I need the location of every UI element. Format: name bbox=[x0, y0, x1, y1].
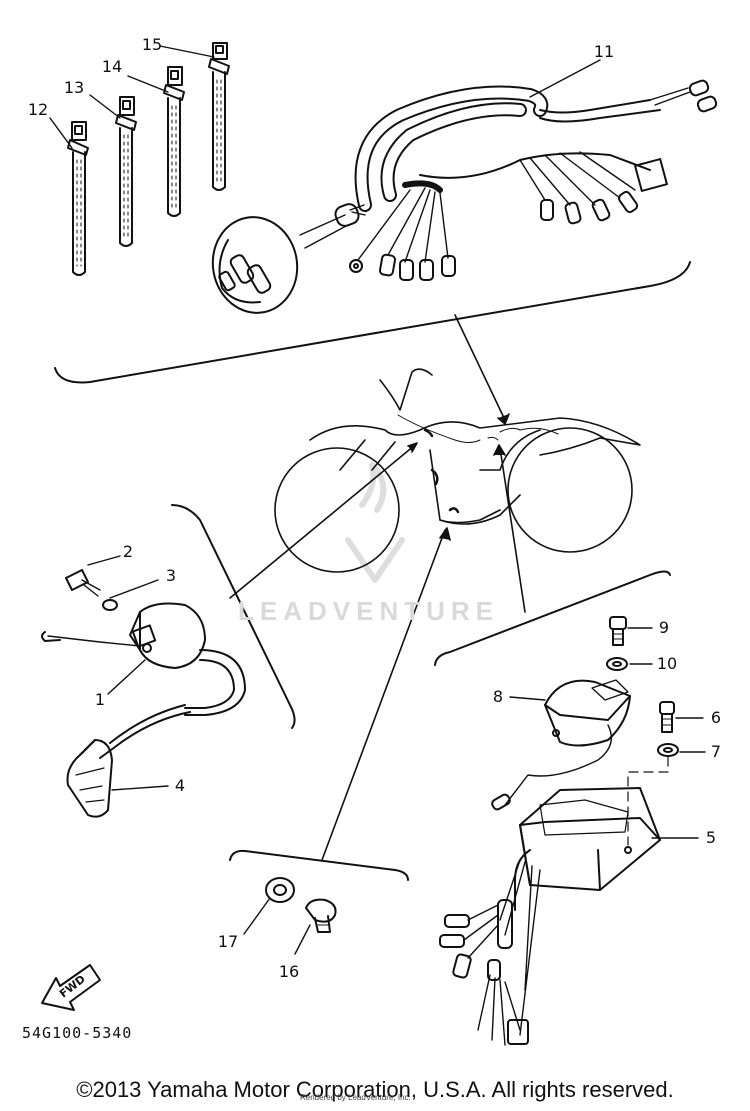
upper-section-bracket bbox=[54, 261, 691, 384]
motorcycle-outline bbox=[274, 368, 641, 573]
bolt-9 bbox=[609, 616, 627, 646]
callout-9: 9 bbox=[658, 618, 670, 637]
callout-3: 3 bbox=[165, 566, 177, 585]
watermark-logo bbox=[345, 462, 405, 583]
cable-tie-14 bbox=[163, 66, 185, 217]
callout-2: 2 bbox=[122, 542, 134, 561]
bolt-2 bbox=[65, 569, 101, 597]
callout-15: 15 bbox=[141, 35, 163, 54]
cable-tie-15 bbox=[208, 42, 230, 191]
mounting-guide-line bbox=[627, 756, 669, 846]
callout-5: 5 bbox=[705, 828, 717, 847]
callout-6: 6 bbox=[710, 708, 722, 727]
callout-13: 13 bbox=[63, 78, 85, 97]
bolt-6 bbox=[659, 701, 675, 733]
callout-12: 12 bbox=[27, 100, 49, 119]
left-section-bracket bbox=[171, 504, 296, 729]
callout-8: 8 bbox=[492, 687, 504, 706]
rectifier-regulator-8 bbox=[491, 679, 631, 811]
callout-11: 11 bbox=[593, 42, 615, 61]
callout-17: 17 bbox=[217, 932, 239, 951]
fwd-arrow-icon bbox=[41, 964, 101, 1011]
copyright-text: ©2013 Yamaha Motor Corporation, U.S.A. A… bbox=[76, 1077, 674, 1102]
cdi-unit-5 bbox=[439, 787, 661, 1046]
washer-10 bbox=[606, 657, 628, 671]
cable-tie-12 bbox=[67, 121, 89, 276]
watermark-text: LEADVENTURE bbox=[238, 596, 500, 626]
bottom-section-bracket bbox=[229, 849, 409, 881]
ignition-coil-1 bbox=[41, 602, 246, 759]
leader-lines bbox=[229, 314, 526, 861]
callout-1: 1 bbox=[94, 690, 106, 709]
washer-17 bbox=[265, 877, 295, 903]
callout-10: 10 bbox=[656, 654, 678, 673]
bolt-16 bbox=[305, 898, 337, 933]
rendered-by-text: Rendered by LeadVenture, Inc. bbox=[300, 1093, 411, 1102]
right-section-bracket bbox=[434, 570, 671, 666]
cable-tie-13 bbox=[115, 96, 137, 247]
washer-7 bbox=[657, 743, 679, 757]
callout-7: 7 bbox=[710, 742, 722, 761]
wire-harness-11 bbox=[211, 79, 718, 314]
spark-plug-cap-4 bbox=[66, 739, 113, 818]
callout-14: 14 bbox=[101, 57, 123, 76]
part-code: 54G100-5340 bbox=[22, 1024, 133, 1042]
callout-16: 16 bbox=[278, 962, 300, 981]
washer-3 bbox=[102, 599, 118, 611]
callout-4: 4 bbox=[174, 776, 186, 795]
callout-leaders bbox=[49, 45, 706, 955]
